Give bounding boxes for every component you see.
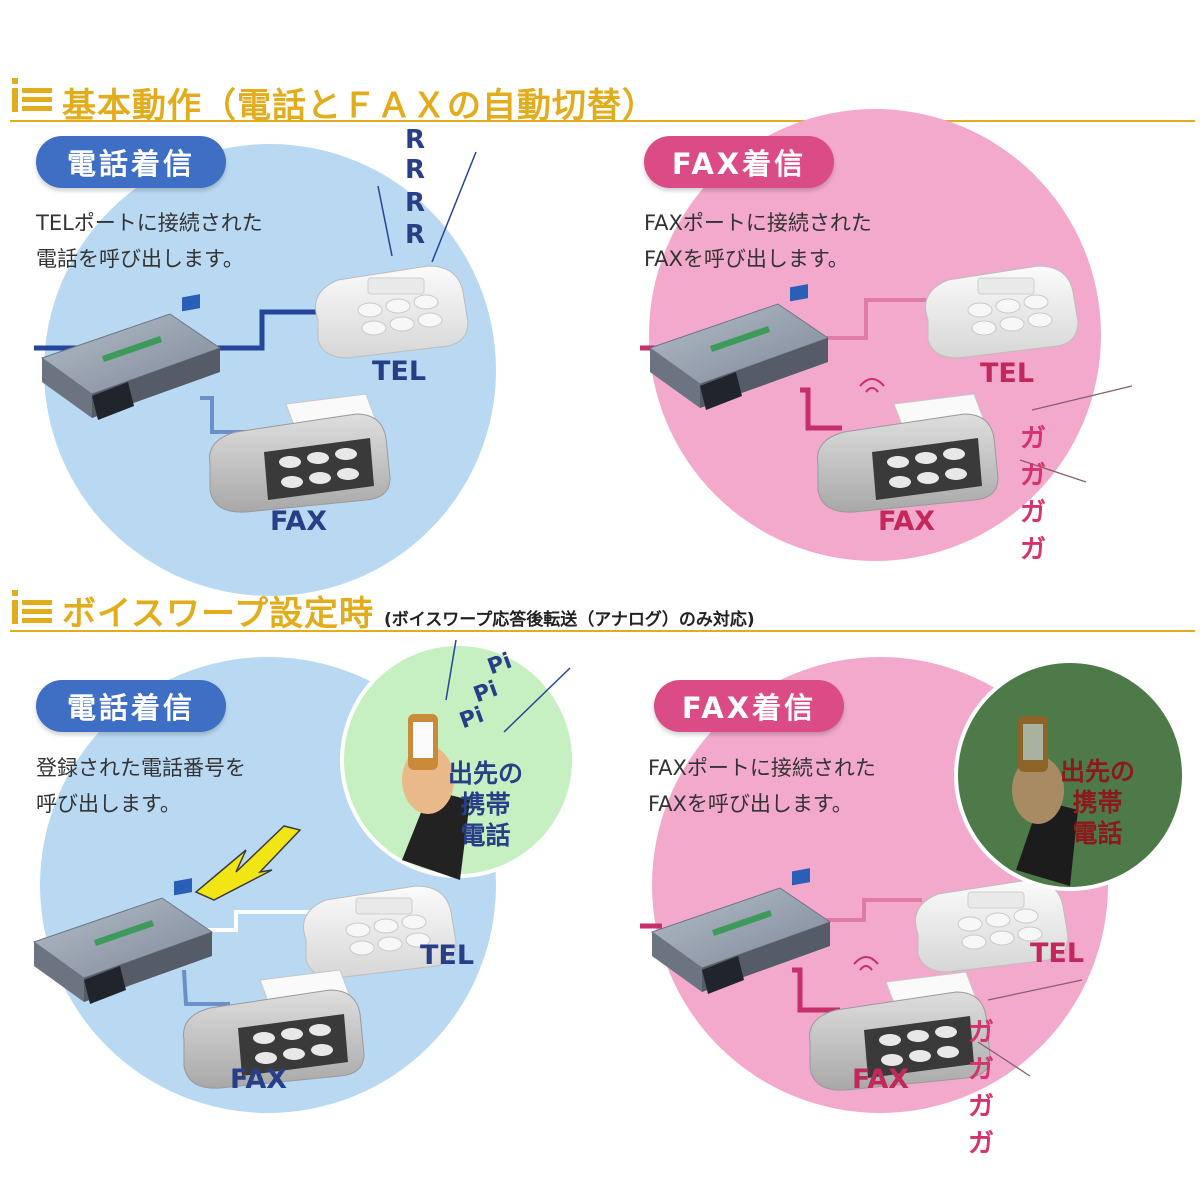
fax-line <box>182 969 230 1006</box>
section-icon <box>12 78 52 112</box>
badge-phone-incoming: 電話着信 <box>36 680 226 732</box>
mobile-phone-hand-icon <box>402 714 470 880</box>
panel-description: FAXポートに接続された FAXを呼び出します。 <box>644 211 872 271</box>
ring-line <box>431 151 477 263</box>
mobile-callout-text: 出先の 携帯 電話 <box>448 759 524 850</box>
panel-description: FAXポートに接続された FAXを呼び出します。 <box>648 756 876 816</box>
section-divider <box>10 630 1195 632</box>
section-subtitle: (ボイスワープ応答後転送（アナログ）のみ対応) <box>383 610 755 630</box>
fax-sound-text: ガガガガ <box>1020 424 1047 565</box>
badge-fax-incoming: FAX着信 <box>644 136 834 188</box>
fax-line <box>792 967 840 1013</box>
section-divider <box>10 120 1195 122</box>
fax-label: FAX <box>878 506 936 537</box>
ring-line <box>377 185 393 257</box>
sound-wave-icon <box>853 956 879 965</box>
fax-line <box>800 387 842 431</box>
sound-line <box>1019 459 1087 483</box>
panel-description: TELポートに接続された 電話を呼び出します。 <box>36 211 263 271</box>
sound-line <box>1031 385 1133 411</box>
tel-line <box>200 910 312 932</box>
sound-wave-icon <box>865 387 879 393</box>
sound-wave-icon <box>859 378 885 387</box>
ring-line <box>503 667 571 733</box>
section-icon <box>12 590 52 624</box>
telephone-device <box>925 265 1079 359</box>
ring-line <box>445 639 457 701</box>
tel-line <box>205 309 322 351</box>
section-title: 基本動作（電話とＦＡＸの自動切替） <box>62 78 657 127</box>
section-title-text: ボイスワープ設定時 <box>62 594 374 634</box>
panel-warp-tel-illustration <box>33 639 576 1113</box>
mobile-callout-text: 出先の 携帯 電話 <box>1060 757 1136 848</box>
tel-label: TEL <box>372 356 427 387</box>
ring-sound-r: R <box>404 155 426 185</box>
tel-label: TEL <box>420 940 475 971</box>
badge-fax-incoming: FAX着信 <box>654 680 844 732</box>
lightning-icon <box>194 825 302 901</box>
telephone-device <box>315 265 469 359</box>
tel-label: TEL <box>1030 938 1085 969</box>
tel-line <box>820 298 930 340</box>
section-title: ボイスワープ設定時 (ボイスワープ応答後転送（アナログ）のみ対応) <box>62 586 755 635</box>
ring-sound-r: R <box>404 220 426 250</box>
panel-basic-tel-illustration <box>34 144 496 596</box>
sound-wave-icon <box>859 965 873 971</box>
badge-phone-incoming: 電話着信 <box>36 136 226 188</box>
sound-line <box>977 1041 1031 1077</box>
tel-line <box>824 898 922 922</box>
sound-line <box>987 979 1083 1001</box>
panel-description: 登録された電話番号を 呼び出します。 <box>36 756 246 816</box>
ring-sound-r: R <box>404 188 426 218</box>
fax-sound-text: ガガガガ <box>968 1018 995 1159</box>
fax-label: FAX <box>852 1064 910 1095</box>
section-title-text: 基本動作（電話とＦＡＸの自動切替） <box>62 86 657 126</box>
panel-basic-fax-illustration <box>640 109 1133 561</box>
fax-label: FAX <box>230 1064 288 1095</box>
mobile-phone-hand-icon <box>1012 716 1078 886</box>
tel-label: TEL <box>980 358 1035 389</box>
fax-label: FAX <box>270 506 328 537</box>
ring-sound-r: R <box>404 125 426 155</box>
mobile-callout-circle <box>954 659 1186 891</box>
panel-warp-fax-illustration <box>640 657 1186 1113</box>
